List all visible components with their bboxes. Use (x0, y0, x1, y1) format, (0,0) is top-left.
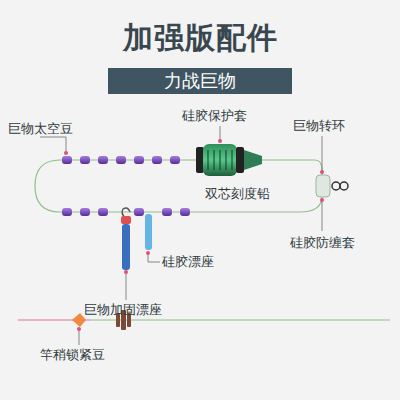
subtitle-band: 力战巨物 (108, 68, 292, 94)
part-label: 硅胶防缠套 (290, 235, 355, 251)
title: 加强版配件 (123, 18, 278, 59)
part-label: 巨物太空豆 (8, 121, 73, 137)
part-label: 竿稍锁紧豆 (40, 347, 105, 363)
part-label: 硅胶保护套 (182, 108, 247, 124)
part-label: 硅胶漂座 (162, 254, 214, 270)
part-label: 巨物转环 (293, 118, 345, 134)
part-label: 双芯刻度铅 (205, 186, 270, 202)
part-label: 巨物加固漂座 (84, 302, 162, 318)
subtitle: 力战巨物 (164, 70, 236, 92)
